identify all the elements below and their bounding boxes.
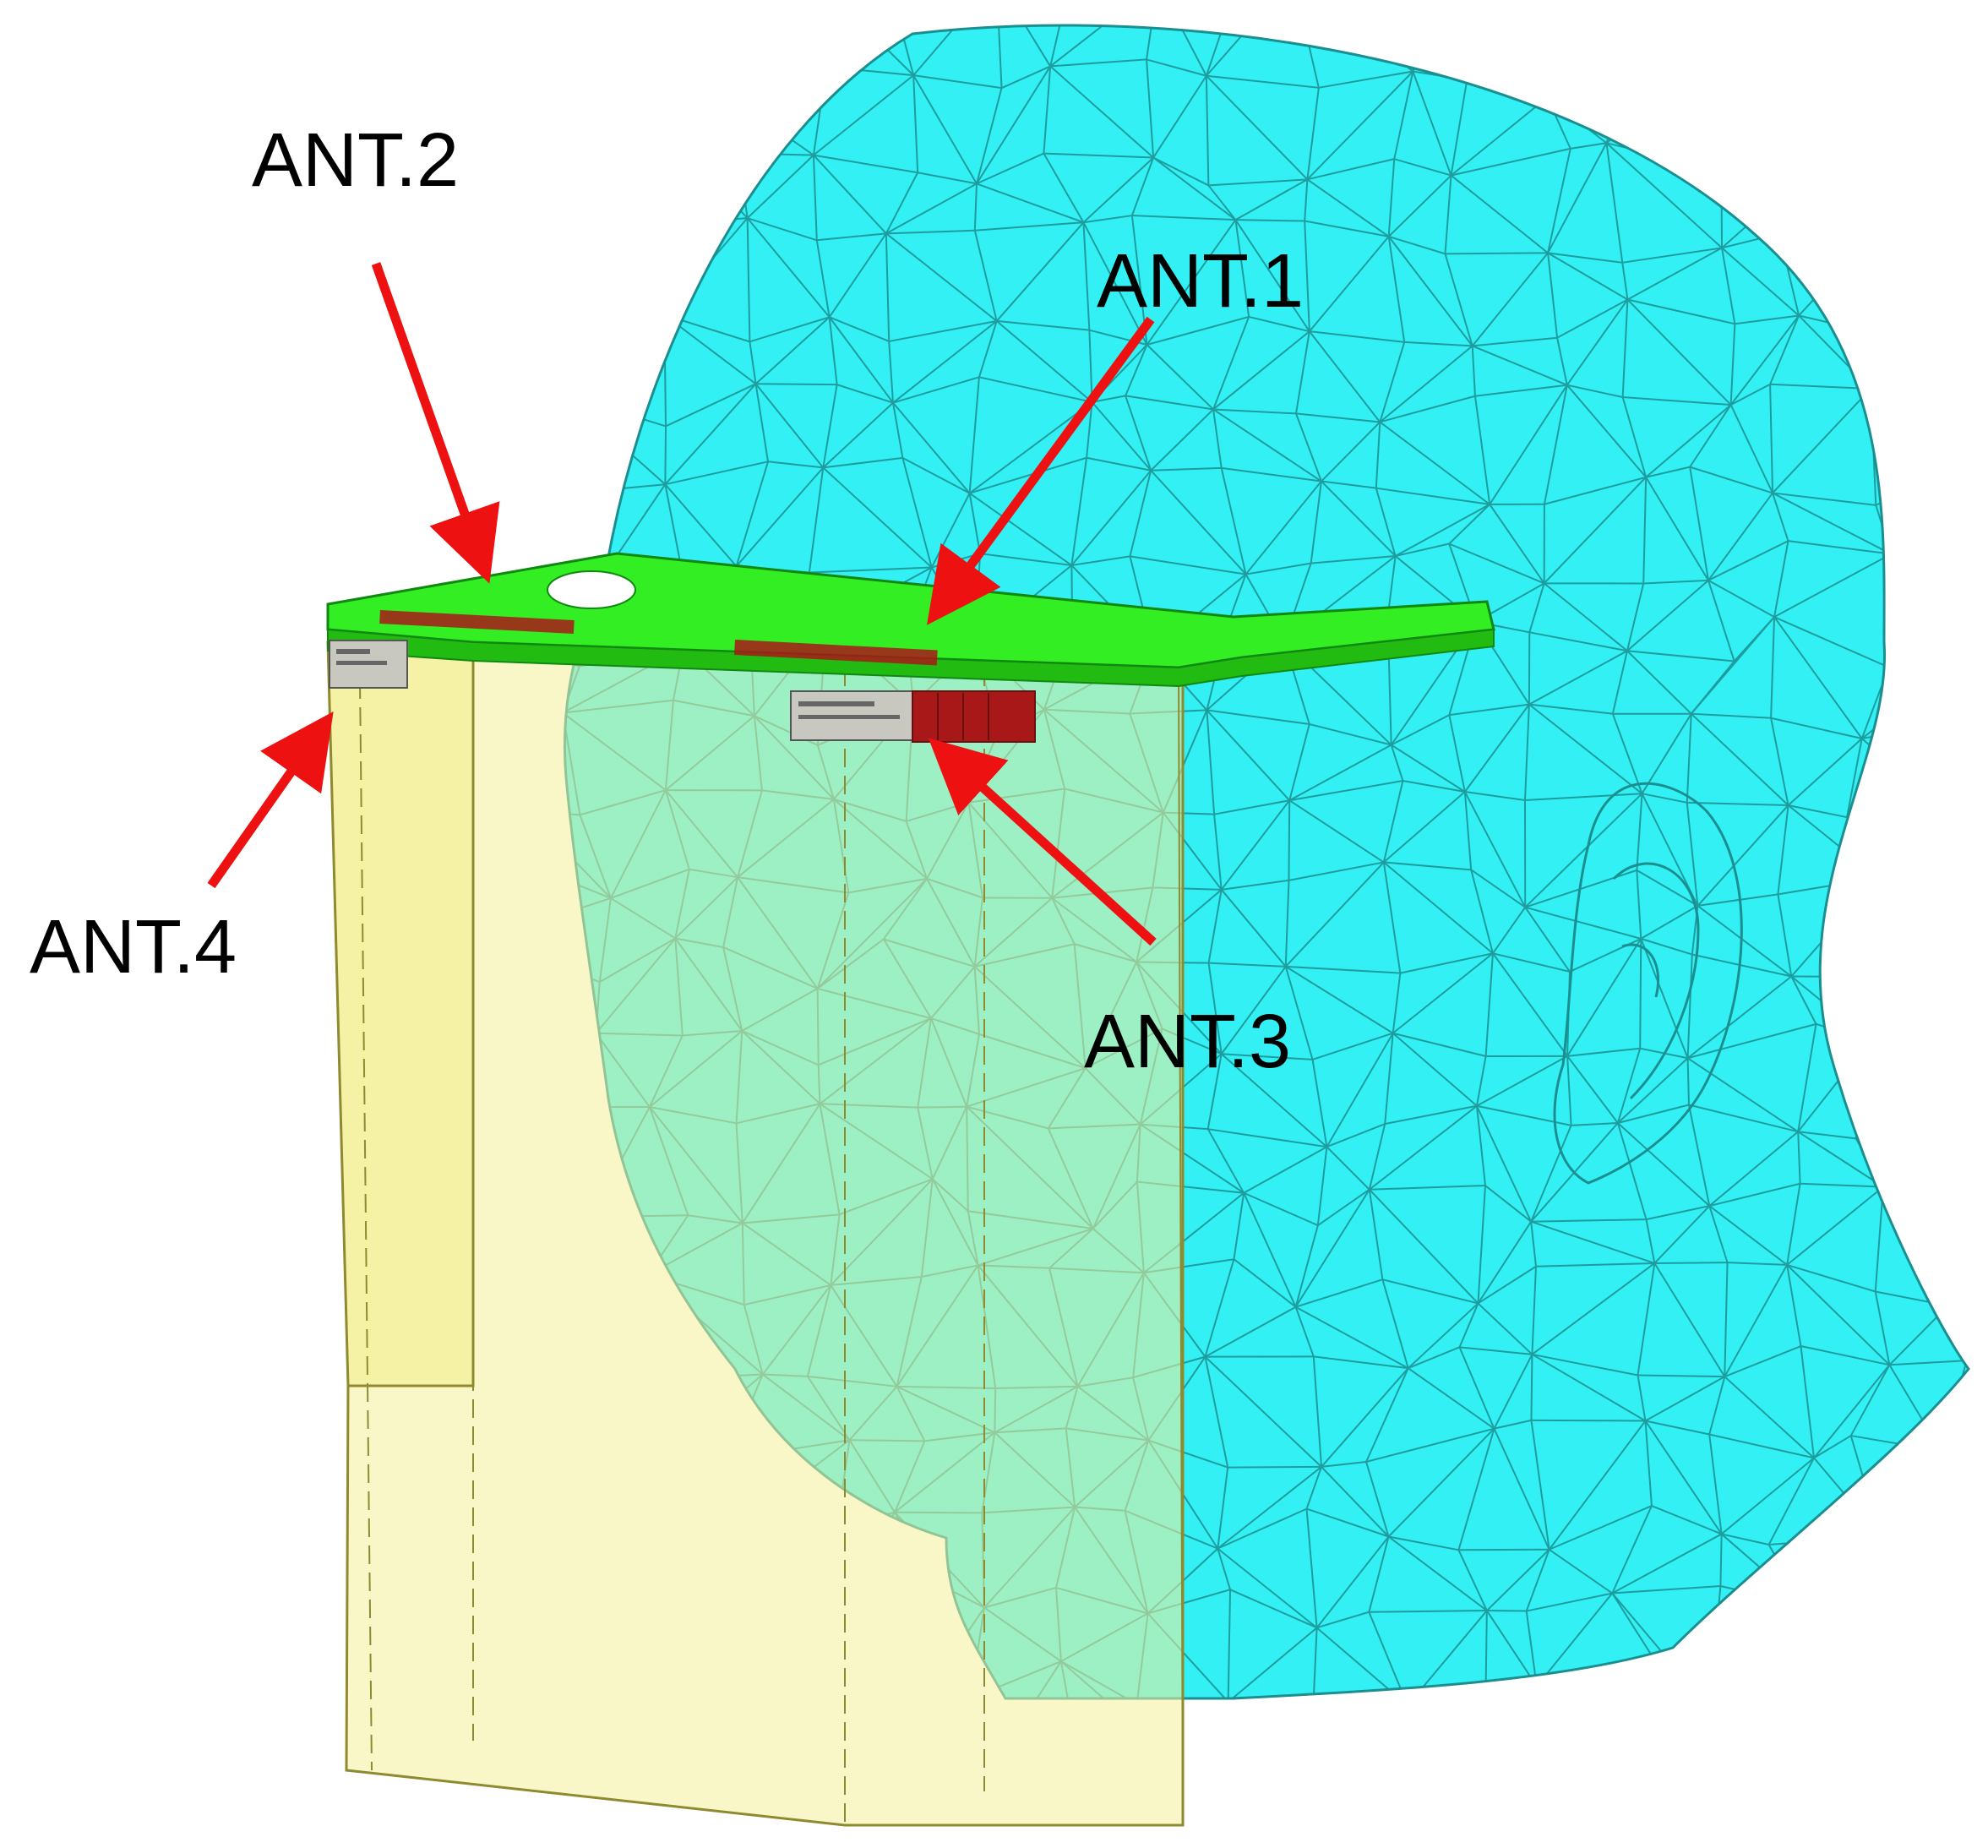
label-ant1: ANT.1 [1097, 239, 1304, 324]
label-ant2: ANT.2 [252, 118, 460, 203]
antenna-4-module [329, 640, 408, 689]
arrow-ant4 [207, 711, 334, 889]
face-shield [326, 641, 1185, 1827]
label-ant3: ANT.3 [1084, 1000, 1292, 1084]
arrow-ant1 [926, 316, 1155, 625]
arrow-ant3 [928, 738, 1157, 946]
ear [1553, 782, 1743, 1185]
headband [326, 552, 1495, 688]
antenna-3-module [790, 690, 1036, 743]
label-ant4: ANT.4 [30, 905, 237, 989]
arrow-ant2 [371, 262, 500, 584]
